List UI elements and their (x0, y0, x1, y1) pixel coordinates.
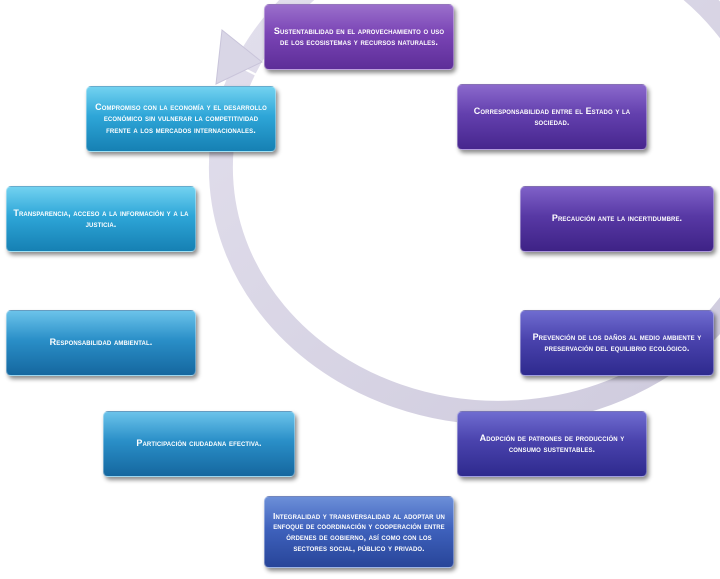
cycle-arrow-band (208, 0, 720, 425)
principle-node: Corresponsabilidad entre el Estado y la … (457, 84, 647, 150)
cycle-arrow-head (215, 29, 263, 85)
principle-node: Compromiso con la economía y el desarrol… (86, 86, 276, 152)
principle-text: Responsabilidad ambiental. (49, 337, 153, 348)
principle-text: Adopción de patrones de producción y con… (479, 432, 625, 454)
principle-text: Precaución ante la incertidumbre. (551, 213, 683, 224)
principle-node: Adopción de patrones de producción y con… (457, 411, 647, 477)
principle-text: Transparencia, acceso a la información y… (13, 207, 189, 229)
principle-text: Integralidad y transversalidad al adopta… (273, 510, 445, 553)
principle-text: Corresponsabilidad entre el Estado y la … (473, 105, 631, 127)
principle-node: Transparencia, acceso a la información y… (6, 186, 196, 252)
principle-text: Participación ciudadana efectiva. (136, 438, 262, 449)
principle-node: Participación ciudadana efectiva. (103, 411, 295, 477)
principle-node: Precaución ante la incertidumbre. (520, 186, 714, 252)
principle-node: Integralidad y transversalidad al adopta… (264, 496, 454, 568)
principle-node: Prevención de los daños al medio ambient… (520, 310, 714, 376)
principle-node: Responsabilidad ambiental. (6, 310, 196, 376)
principle-text: Compromiso con la economía y el desarrol… (95, 102, 267, 135)
principle-text: Prevención de los daños al medio ambient… (532, 331, 702, 353)
principle-text: Sustentabilidad en el aprovechamiento o … (273, 25, 445, 47)
principle-node: Sustentabilidad en el aprovechamiento o … (264, 4, 454, 70)
